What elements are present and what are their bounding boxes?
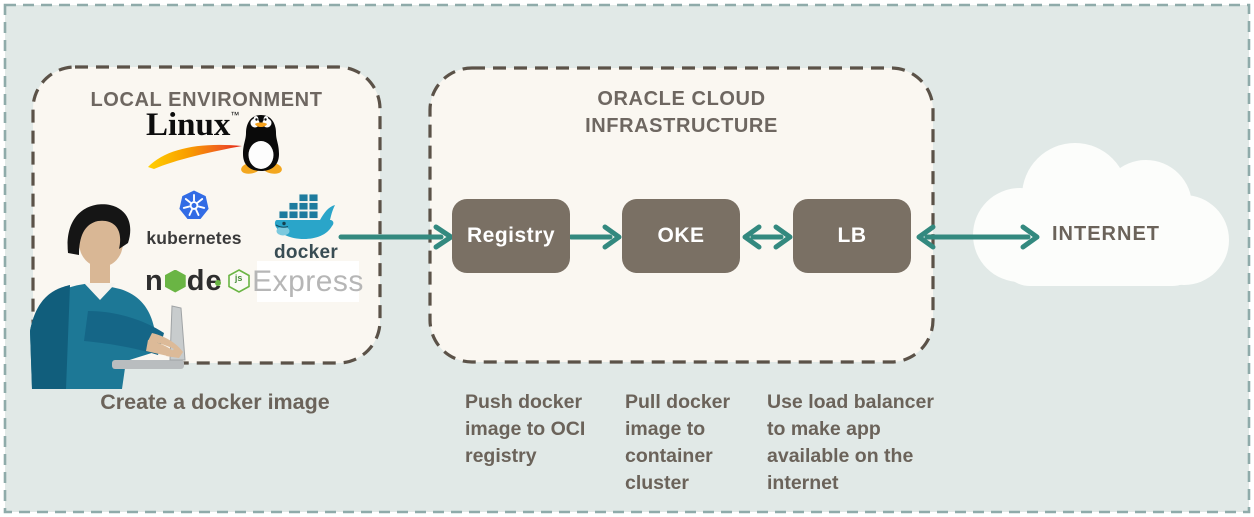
- linux-trademark: ™: [230, 110, 240, 120]
- arrow-registry-to-oke: [568, 224, 622, 250]
- caption-line: registry: [465, 445, 537, 467]
- arrow-lb-internet-bidirectional: [916, 224, 1040, 250]
- nodejs-badge-label: js: [234, 273, 243, 283]
- nodejs-logo: n d e js: [145, 266, 250, 296]
- person-hair: [67, 204, 131, 255]
- caption-line: Push docker: [465, 391, 583, 413]
- linux-logo: Linux™: [146, 107, 288, 178]
- kubernetes-logo: kubernetes: [138, 190, 250, 249]
- node-letter-n: n: [145, 264, 164, 297]
- caption-line: Use load balancer: [767, 391, 934, 413]
- internet-label: INTERNET: [1052, 223, 1160, 245]
- lb-step-caption: Use load balancer to make app available …: [767, 389, 947, 497]
- docker-label: docker: [273, 242, 339, 263]
- kubernetes-icon: [179, 190, 209, 219]
- nodejs-badge-icon: js: [227, 269, 250, 293]
- express-logo: Express: [252, 261, 363, 302]
- linux-swoosh: [148, 144, 242, 169]
- docker-logo: docker: [271, 193, 341, 264]
- registry-step-caption: Push docker image to OCI registry: [465, 389, 610, 470]
- person-collar: [84, 283, 116, 300]
- arrow-local-to-registry: [338, 224, 454, 250]
- docker-whale-icon: [274, 193, 335, 239]
- oci-title-line1: ORACLE CLOUD: [597, 88, 766, 110]
- lb-node: LB: [793, 199, 911, 273]
- person-jacket-shade: [30, 285, 70, 389]
- kubernetes-label: kubernetes: [146, 228, 242, 248]
- registry-node: Registry: [452, 199, 570, 273]
- caption-line: container: [625, 445, 713, 467]
- person-arm: [84, 311, 164, 355]
- local-step-caption: Create a docker image: [100, 390, 330, 414]
- node-e-dot: [214, 279, 221, 286]
- laptop-base: [112, 360, 184, 369]
- caption-line: cluster: [625, 472, 689, 494]
- oke-step-caption: Pull docker image to container cluster: [625, 389, 755, 497]
- developer-illustration: [30, 204, 186, 389]
- node-letter-d: d: [186, 264, 206, 297]
- local-environment-title: LOCAL ENVIRONMENT: [90, 89, 323, 111]
- tux-penguin-icon: [241, 115, 282, 174]
- caption-line: Pull docker: [625, 391, 731, 413]
- linux-wordmark: Linux: [146, 107, 231, 143]
- caption-line: to make app: [767, 418, 881, 440]
- caption-line: internet: [767, 472, 839, 494]
- node-hexagon-icon: [164, 269, 186, 293]
- express-label: Express: [252, 264, 364, 298]
- person-finger: [146, 340, 178, 357]
- caption-line: available on the: [767, 445, 914, 467]
- oci-title-line2: INFRASTRUCTURE: [585, 115, 778, 137]
- caption-line: image to OCI: [465, 418, 586, 440]
- oci-title: ORACLE CLOUD INFRASTRUCTURE: [430, 86, 933, 140]
- person-face: [79, 219, 123, 267]
- node-letter-e: e: [205, 264, 223, 297]
- caption-line: image to: [625, 418, 706, 440]
- arrow-oke-lb-bidirectional: [742, 224, 793, 250]
- oke-node: OKE: [622, 199, 740, 273]
